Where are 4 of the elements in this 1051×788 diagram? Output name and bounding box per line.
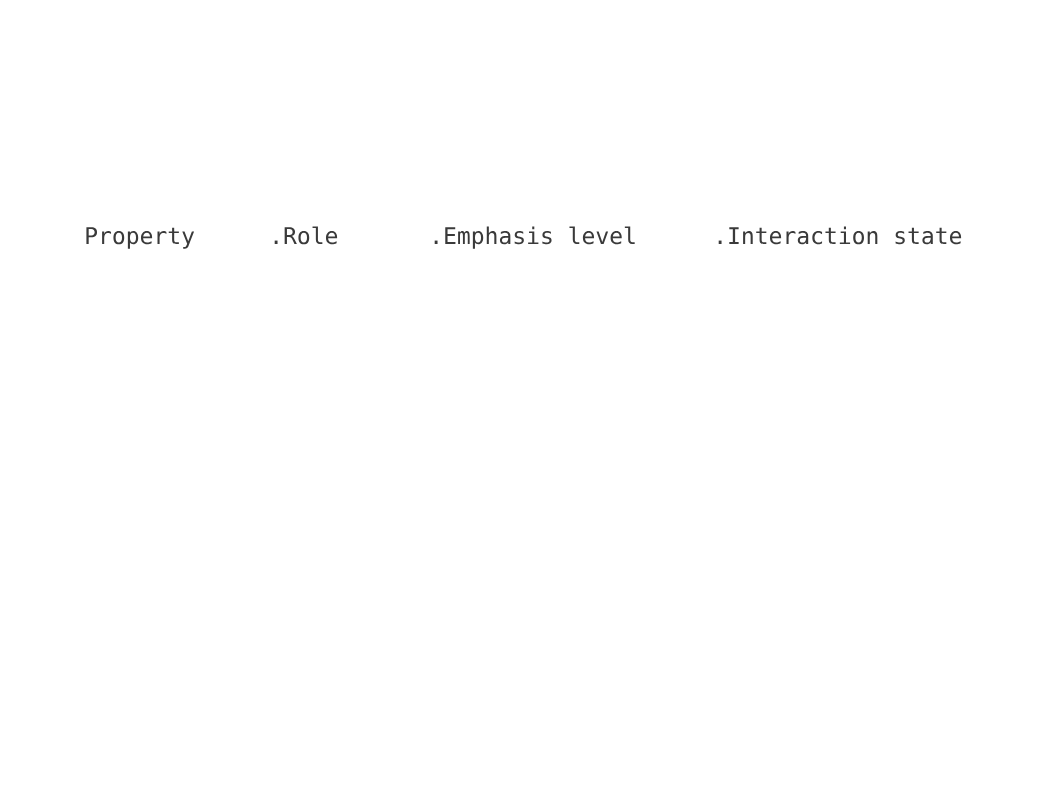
label-text: .Interaction state bbox=[718, 226, 962, 245]
label-text: .Emphasis level bbox=[434, 226, 635, 249]
label-text: Property bbox=[86, 227, 195, 249]
label-text: .Role bbox=[274, 226, 338, 245]
